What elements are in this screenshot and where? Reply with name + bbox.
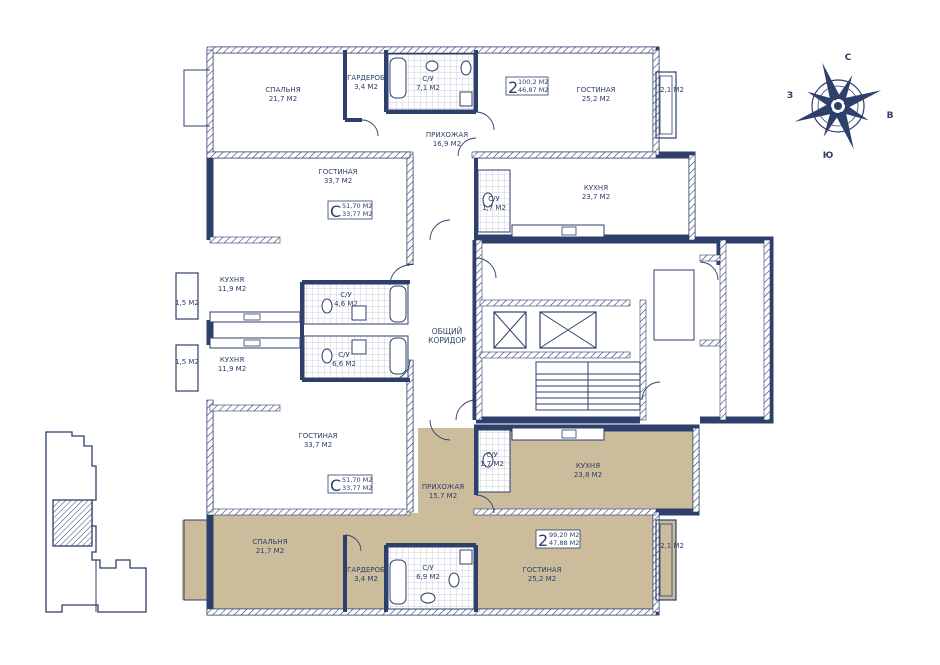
room-kitchen-top-right-name: КУХНЯ <box>584 184 608 192</box>
room-bath-left-lower-area: 6,6 М2 <box>332 360 356 368</box>
apartment-tags: 2 100,2 М2 46,87 М2 С 51,70 М2 33,77 М2 … <box>327 76 581 550</box>
bathrooms <box>303 53 511 610</box>
room-living-2-top-name: ГОСТИНАЯ <box>576 86 615 94</box>
room-wardrobe-bottom-name: ГАРДЕРОБ <box>347 566 385 574</box>
hatched-walls <box>206 46 771 616</box>
room-bath-top-name: С/У <box>422 75 434 83</box>
apartment-c-top-letter: С <box>330 202 341 221</box>
compass-south-label: Ю <box>823 151 834 161</box>
elevator-stair-core <box>493 269 695 411</box>
room-kitchen-left-lower-area: 11,9 М2 <box>218 365 246 373</box>
apartment-2-top-living: 46,87 М2 <box>518 86 548 94</box>
room-living-c-top-area: 33,7 М2 <box>324 177 352 185</box>
room-wc-bottom-mid-name: С/У <box>486 451 498 459</box>
room-bath-top-area: 7,1 М2 <box>416 84 440 92</box>
apartment-tag-2-top[interactable]: 2 100,2 М2 46,87 М2 <box>505 76 548 97</box>
apartment-2-top-total: 100,2 М2 <box>518 78 548 86</box>
room-hall-bottom-name: ПРИХОЖАЯ <box>422 483 464 491</box>
apartment-tag-2-bottom[interactable]: 2 99,20 М2 47,88 М2 <box>535 529 581 550</box>
room-kitchen-left-upper-area: 11,9 М2 <box>218 285 246 293</box>
apartment-c-top-total: 51,70 М2 <box>342 202 372 210</box>
room-kitchen-bottom-right-area: 23,8 М2 <box>574 471 602 479</box>
room-hall-top-area: 16,9 М2 <box>433 140 461 148</box>
key-plan <box>45 431 147 613</box>
room-balcony-left-upper-area: 1,5 М2 <box>175 299 199 307</box>
room-kitchen-bottom-right-name: КУХНЯ <box>576 462 600 470</box>
room-kitchen-top-right-area: 23,7 М2 <box>582 193 610 201</box>
room-bath-bottom-area: 6,9 М2 <box>416 573 440 581</box>
room-hall-top-name: ПРИХОЖАЯ <box>426 131 468 139</box>
room-bedroom-bottom-area: 21,7 М2 <box>256 547 284 555</box>
room-bath-left-upper-name: С/У <box>340 291 352 299</box>
room-corridor-name-1: ОБЩИЙ <box>432 327 462 336</box>
apartment-2-top-letter: 2 <box>508 78 518 97</box>
room-living-c-bottom-area: 33,7 М2 <box>304 441 332 449</box>
room-wardrobe-top-area: 3,4 М2 <box>354 83 378 91</box>
room-wc-top-mid-name: С/У <box>488 195 500 203</box>
room-bedroom-top-name: СПАЛЬНЯ <box>265 86 300 94</box>
room-corridor-name-2: КОРИДОР <box>428 336 466 345</box>
room-wc-top-mid-area: 1,7 М2 <box>482 204 506 212</box>
room-kitchen-left-upper-name: КУХНЯ <box>220 276 244 284</box>
compass-north-label: С <box>845 53 852 63</box>
key-plan-selected-section <box>52 499 93 547</box>
apartment-c-top-living: 33,77 М2 <box>342 210 372 218</box>
room-wardrobe-bottom-area: 3,4 М2 <box>354 575 378 583</box>
room-kitchen-left-lower-name: КУХНЯ <box>220 356 244 364</box>
apartment-tag-c-bottom[interactable]: С 51,70 М2 33,77 М2 <box>327 474 372 495</box>
room-living-c-top-name: ГОСТИНАЯ <box>318 168 357 176</box>
room-wc-bottom-mid-area: 1,7 М2 <box>480 460 504 468</box>
room-wardrobe-top-name: ГАРДЕРОБ <box>347 74 385 82</box>
room-living-2-bottom-area: 25,2 М2 <box>528 575 556 583</box>
room-labels: СПАЛЬНЯ 21,7 М2 ГАРДЕРОБ 3,4 М2 С/У 7,1 … <box>175 74 684 583</box>
doors <box>344 111 719 552</box>
apartment-2-bottom-living: 47,88 М2 <box>549 539 579 547</box>
room-living-2-bottom-name: ГОСТИНАЯ <box>522 566 561 574</box>
kitchen-counters <box>209 224 605 441</box>
room-bedroom-top-area: 21,7 М2 <box>269 95 297 103</box>
compass-west-label: З <box>787 91 793 101</box>
room-bedroom-bottom-name: СПАЛЬНЯ <box>252 538 287 546</box>
room-balcony-top-right-area: 2,1 М2 <box>660 86 684 94</box>
apartment-2-bottom-total: 99,20 М2 <box>549 531 579 539</box>
apartment-c-bottom-living: 33,77 М2 <box>342 484 372 492</box>
room-bath-left-upper-area: 4,6 М2 <box>334 300 358 308</box>
room-hall-bottom-area: 15,7 М2 <box>429 492 457 500</box>
apartment-c-bottom-total: 51,70 М2 <box>342 476 372 484</box>
compass-rose: С Ю В З <box>787 53 894 161</box>
compass-east-label: В <box>887 111 894 121</box>
room-bath-bottom-name: С/У <box>422 564 434 572</box>
apartment-c-bottom-letter: С <box>330 476 341 495</box>
balconies <box>175 69 677 601</box>
room-balcony-bottom-right-area: 2,1 М2 <box>660 542 684 550</box>
room-living-2-top-area: 25,2 М2 <box>582 95 610 103</box>
room-balcony-left-lower-area: 1,5 М2 <box>175 358 199 366</box>
apartment-tag-c-top[interactable]: С 51,70 М2 33,77 М2 <box>327 200 372 221</box>
room-bath-left-lower-name: С/У <box>338 351 350 359</box>
apartment-2-bottom-letter: 2 <box>538 531 548 550</box>
room-living-c-bottom-name: ГОСТИНАЯ <box>298 432 337 440</box>
